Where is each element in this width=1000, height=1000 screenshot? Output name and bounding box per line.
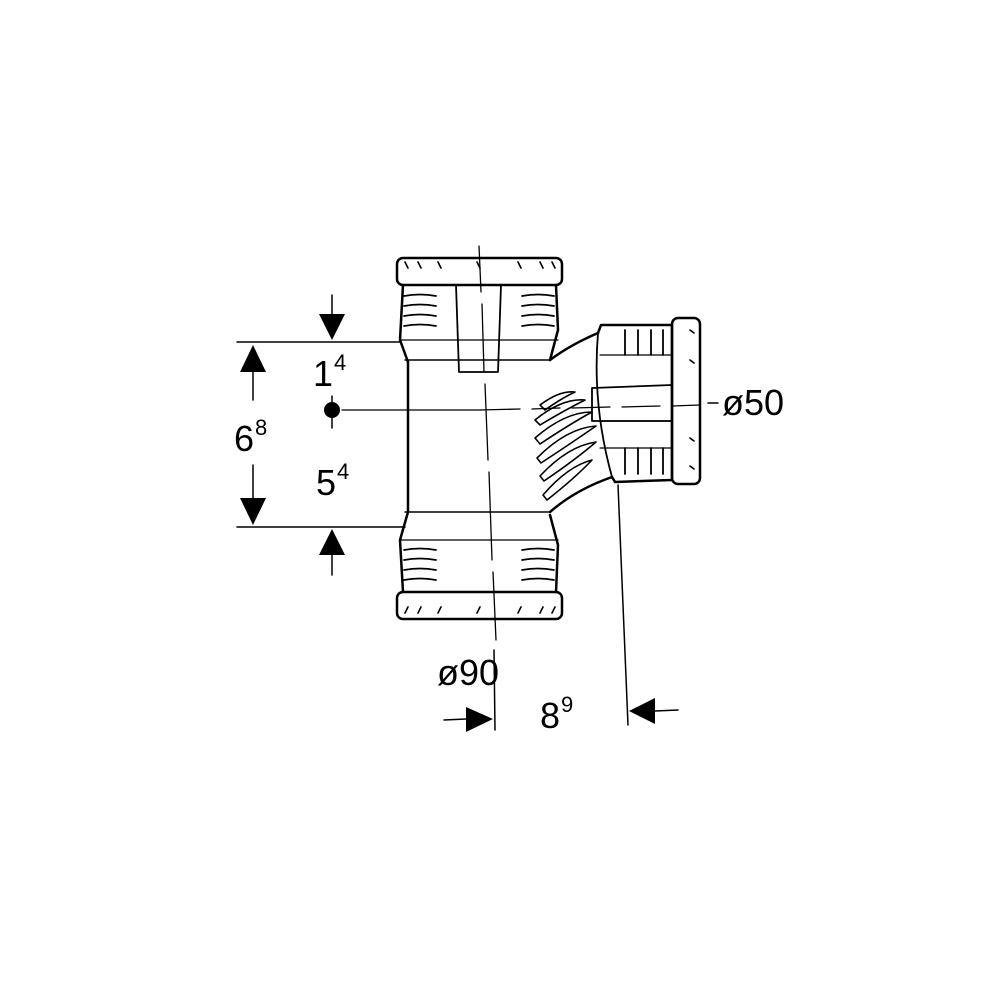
reference-point — [324, 402, 340, 418]
main-diameter-label: ø90 — [437, 652, 500, 693]
offset-top-label: 14 — [313, 350, 347, 394]
dimension-lines — [236, 294, 719, 731]
socket-ribs — [403, 293, 555, 581]
branch-offset-label: 89 — [540, 692, 574, 736]
branch-diameter-label: ø50 — [722, 382, 785, 423]
centerlines — [341, 245, 701, 641]
branch-pipe — [548, 316, 702, 514]
offset-bottom-label: 54 — [316, 459, 350, 503]
total-height-label: 68 — [234, 415, 268, 459]
dimension-arrows — [240, 314, 655, 732]
collar-notches — [404, 261, 556, 614]
main-pipe — [395, 256, 564, 621]
